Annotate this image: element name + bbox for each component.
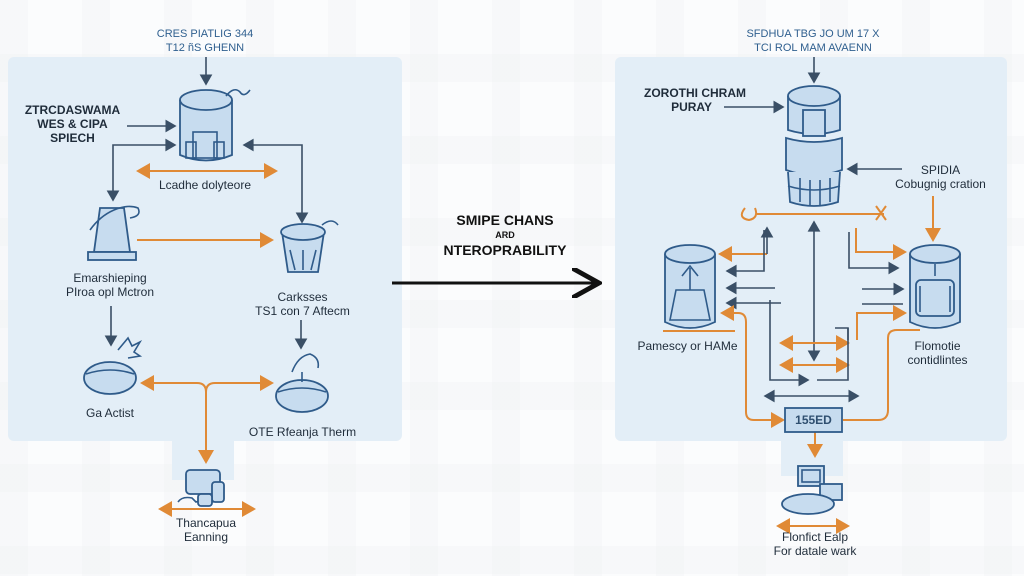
left-bottom-label-line1: Thancapua	[175, 516, 237, 530]
left-tr-node-icon	[280, 220, 339, 273]
arrow-to-bl	[140, 375, 207, 460]
left-tl-node-label-line1: Emarshieping	[73, 271, 147, 285]
left-tr-node-label-line2: TS1 con 7 Aftecm	[255, 304, 350, 318]
left-bl-node-label: Ga Actist	[85, 406, 135, 420]
left-side-label-line2: WES & CIPA	[37, 117, 108, 131]
right-side-label-line2: PURAY	[671, 100, 712, 114]
right-bottom-label-line1: Flonfict Ealp	[781, 530, 849, 544]
arrow-hub-to-tr	[242, 138, 309, 224]
right-left-cylinder-icon	[663, 244, 735, 332]
right-tower-icon	[785, 85, 843, 207]
center-title-line1: SMIPE CHANS	[456, 212, 554, 228]
left-hub-label: Lcadhe dolyteore	[158, 178, 252, 192]
right-box-label: 155ED	[795, 413, 832, 427]
right-top-label-line2: TCI ROL MAM AVAENN	[754, 42, 872, 54]
left-connectors	[104, 57, 309, 517]
right-side-label: ZOROTHI CHRAM PURAY	[636, 86, 746, 114]
left-br-node-label: OTE Rfeanja Therm	[248, 425, 357, 439]
left-bottom-label-line2: Eanning	[183, 530, 229, 544]
left-tr-node-label-line1: Carksses	[277, 290, 328, 304]
orange-x-mark	[875, 205, 887, 221]
right-bottom-label-line2: For datale wark	[773, 544, 857, 558]
orange-knot-left	[740, 207, 758, 222]
right-right-cylinder-icon	[909, 244, 961, 329]
left-top-label-line1: CRES PIATLIG 344	[156, 28, 254, 40]
arrow-lcyl-to-box	[720, 305, 785, 428]
left-br-node-icon	[275, 353, 329, 413]
right-right-label-line2: Cobugnig cration	[895, 177, 986, 191]
arrow-to-br	[205, 375, 274, 393]
right-right-label: SPIDIA Cobugnig cration	[888, 163, 993, 191]
left-side-label-line1: ZTRCDASWAMA	[24, 103, 121, 117]
line-box-to-rcyl	[843, 329, 920, 421]
right-side-label-line1: ZOROTHI CHRAM	[644, 86, 746, 100]
left-tl-node-icon	[87, 205, 140, 261]
arrow-hub-to-tl	[106, 138, 177, 202]
center-title: SMIPE CHANS ARD NTEROPRABILITY	[410, 212, 600, 258]
left-tr-node-label: Carksses TS1 con 7 Aftecm	[245, 290, 360, 318]
right-top-label-line1: SFDHUA TBG JO UM 17 X	[746, 28, 880, 40]
right-bottom-label: Flonfict Ealp For datale wark	[755, 530, 875, 558]
right-right-label-line1: SPIDIA	[920, 163, 961, 177]
center-title-line3: NTEROPRABILITY	[443, 242, 567, 258]
left-bottom-computer-icon	[177, 469, 225, 507]
left-side-label: ZTRCDASWAMA WES & CIPA SPIECH	[20, 103, 125, 145]
right-connectors	[718, 57, 941, 534]
left-bottom-label: Thancapua Eanning	[160, 516, 252, 544]
right-top-label: SFDHUA TBG JO UM 17 X TCI ROL MAM AVAENN	[738, 27, 888, 55]
left-tl-node-label: Emarshieping PIroa opl Mctron	[50, 271, 170, 299]
center-title-line2: ARD	[495, 230, 515, 240]
left-bl-node-icon	[83, 336, 143, 395]
right-right-cylinder-label-line2: contidlintes	[907, 353, 968, 367]
left-top-label-line2: T12 ñS GHENN	[165, 42, 245, 54]
left-side-label-line3: SPIECH	[50, 131, 95, 145]
left-hub-cylinder-icon	[179, 88, 251, 162]
left-tl-node-label-line2: PIroa opl Mctron	[65, 285, 155, 299]
left-top-label: CRES PIATLIG 344 T12 ñS GHENN	[140, 27, 270, 55]
right-box-node	[784, 407, 843, 433]
right-right-cylinder-label-line1: Flomotie	[914, 339, 961, 353]
right-left-cylinder-label: Pamescy or HAMe	[637, 339, 738, 353]
right-bottom-computer-icon	[781, 465, 843, 515]
right-right-cylinder-label: Flomotie contidlintes	[890, 339, 985, 367]
